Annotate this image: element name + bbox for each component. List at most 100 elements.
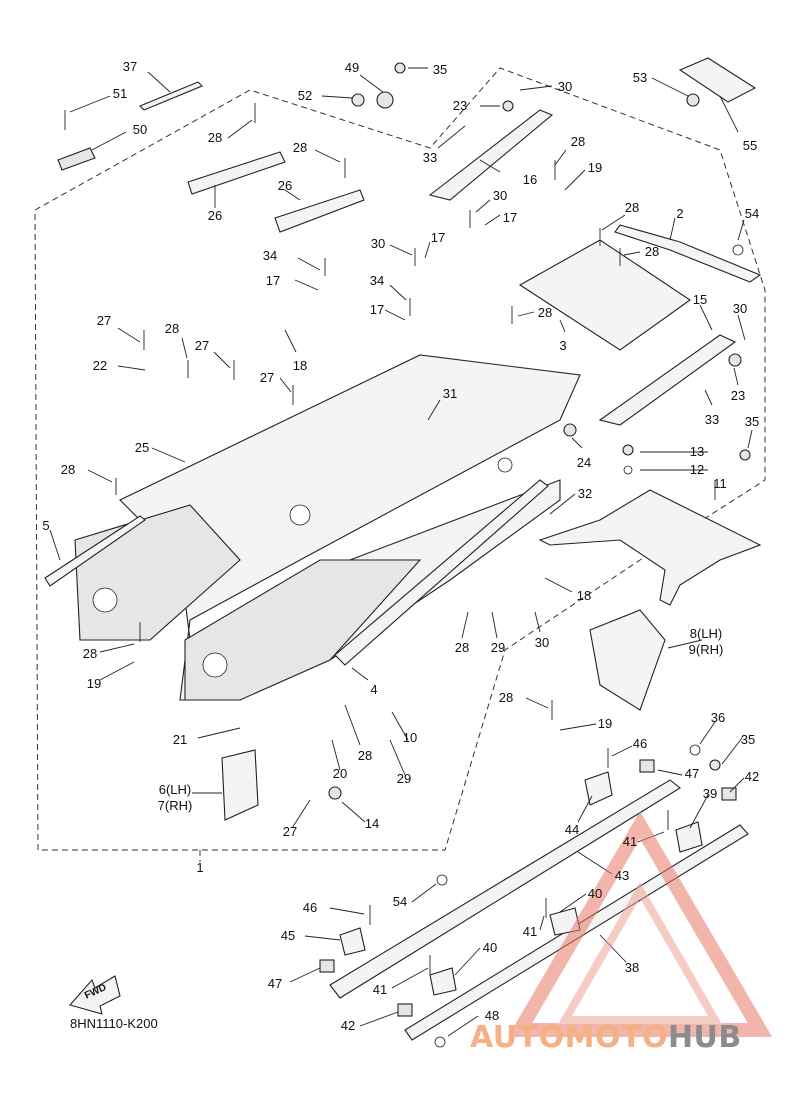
decal-55 xyxy=(678,57,757,103)
callout-28c: 28 xyxy=(571,134,585,149)
callout-45: 45 xyxy=(281,928,295,943)
callout-24: 24 xyxy=(577,455,591,470)
callout-34b: 34 xyxy=(370,273,384,288)
washer-48 xyxy=(434,1036,446,1048)
bracket-15 xyxy=(598,334,737,426)
block-50 xyxy=(57,147,96,171)
callout-17d: 17 xyxy=(370,302,384,317)
callout-28i: 28 xyxy=(455,640,469,655)
washer-12 xyxy=(623,465,633,475)
fwd-arrow xyxy=(69,975,121,1015)
diagram-code: 8HN1110-K200 xyxy=(70,1016,158,1031)
callout-40b: 40 xyxy=(483,940,497,955)
watermark-logo xyxy=(507,811,773,1037)
bracket-45 xyxy=(339,927,366,956)
callout-25: 25 xyxy=(135,440,149,455)
callout-19c: 19 xyxy=(598,716,612,731)
callout-9: 9(RH) xyxy=(689,642,724,657)
bracket-6-7 xyxy=(221,749,259,821)
rivet-fasteners xyxy=(64,103,669,975)
callout-43: 43 xyxy=(615,868,629,883)
bracket-40b xyxy=(429,967,457,996)
callout-27d: 27 xyxy=(283,824,297,839)
reinforcement-plate-26b xyxy=(274,189,365,233)
callout-28k: 28 xyxy=(499,690,513,705)
callout-26a: 26 xyxy=(208,208,222,223)
callout-30a: 30 xyxy=(558,79,572,94)
decal-37 xyxy=(139,81,203,111)
callout-21: 21 xyxy=(173,732,187,747)
callout-17a: 17 xyxy=(503,210,517,225)
callout-29a: 29 xyxy=(491,640,505,655)
rail-strip-4 xyxy=(334,479,549,666)
callout-28j: 28 xyxy=(83,646,97,661)
callout-3: 3 xyxy=(559,338,566,353)
callout-23b: 23 xyxy=(731,388,745,403)
callout-28g: 28 xyxy=(165,321,179,336)
callout-35b: 35 xyxy=(745,414,759,429)
callout-54a: 54 xyxy=(745,206,759,221)
callout-8: 8(LH) xyxy=(690,626,723,641)
callout-41c: 41 xyxy=(373,982,387,997)
callout-46a: 46 xyxy=(633,736,647,751)
callout-33a: 33 xyxy=(423,150,437,165)
washer-54b xyxy=(436,874,448,886)
callout-55: 55 xyxy=(743,138,757,153)
pad-47b xyxy=(319,959,335,973)
rail-5 xyxy=(44,515,146,587)
callout-16: 16 xyxy=(523,172,537,187)
callout-28d: 28 xyxy=(625,200,639,215)
callout-38: 38 xyxy=(625,960,639,975)
plate-3 xyxy=(518,239,691,351)
callout-17b: 17 xyxy=(431,230,445,245)
callout-27b: 27 xyxy=(195,338,209,353)
callout-34a: 34 xyxy=(263,248,277,263)
callout-28l: 28 xyxy=(358,748,372,763)
callout-13: 13 xyxy=(690,444,704,459)
callout-47a: 47 xyxy=(685,766,699,781)
callout-46b: 46 xyxy=(303,900,317,915)
pad-47a xyxy=(639,759,655,773)
bracket-44 xyxy=(584,771,613,806)
callout-20: 20 xyxy=(333,766,347,781)
callout-4: 4 xyxy=(370,682,377,697)
callout-14: 14 xyxy=(365,816,379,831)
callout-37: 37 xyxy=(123,59,137,74)
slide-rail-43 xyxy=(329,779,681,999)
callout-10: 10 xyxy=(403,730,417,745)
watermark-text: AUTOMOTOHUB xyxy=(470,1020,742,1055)
callout-42a: 42 xyxy=(745,769,759,784)
exhaust-pipe-11 xyxy=(538,489,762,606)
washer-54a xyxy=(732,244,744,256)
rail-2 xyxy=(614,224,762,283)
callout-7: 7(RH) xyxy=(158,798,193,813)
callout-32: 32 xyxy=(578,486,592,501)
callout-41b: 41 xyxy=(523,924,537,939)
callout-30d: 30 xyxy=(733,301,747,316)
callout-27a: 27 xyxy=(97,313,111,328)
callout-52: 52 xyxy=(298,88,312,103)
frame-right-side xyxy=(184,559,422,701)
callout-28b: 28 xyxy=(293,140,307,155)
callout-33b: 33 xyxy=(705,412,719,427)
callout-17c: 17 xyxy=(266,273,280,288)
callout-50: 50 xyxy=(133,122,147,137)
callout-6: 6(LH) xyxy=(159,782,192,797)
callout-30c: 30 xyxy=(371,236,385,251)
callout-42b: 42 xyxy=(341,1018,355,1033)
callout-15: 15 xyxy=(693,292,707,307)
callout-28h: 28 xyxy=(61,462,75,477)
callout-23a: 23 xyxy=(453,98,467,113)
callout-18b: 18 xyxy=(577,588,591,603)
assembly-outline xyxy=(34,67,766,851)
callout-36: 36 xyxy=(711,710,725,725)
callout-2: 2 xyxy=(676,206,683,221)
callout-18a: 18 xyxy=(293,358,307,373)
bracket-16 xyxy=(428,109,554,201)
callout-30e: 30 xyxy=(535,635,549,650)
callout-29b: 29 xyxy=(397,771,411,786)
callout-48: 48 xyxy=(485,1008,499,1023)
callout-28f: 28 xyxy=(538,305,552,320)
callout-19b: 19 xyxy=(87,676,101,691)
